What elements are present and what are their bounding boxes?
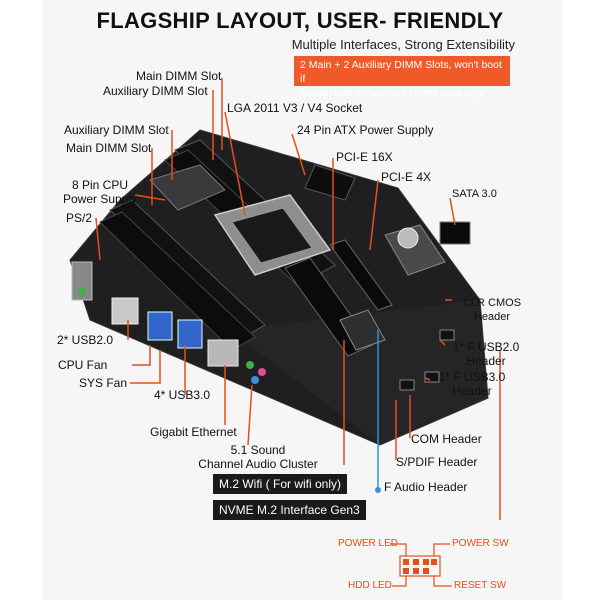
label-lga-socket: LGA 2011 V3 / V4 Socket: [227, 101, 363, 115]
page-title: FLAGSHIP LAYOUT, USER- FRIENDLY: [96, 8, 504, 33]
label-usb2: 2* USB2.0: [57, 333, 114, 347]
label-aux-dimm-top: Auxiliary DIMM Slot: [103, 84, 208, 98]
label-audio: 5.1 Sound Channel Audio Cluster: [176, 443, 340, 471]
label-spdif: S/PDIF Header: [396, 455, 478, 469]
left-margin: [0, 0, 42, 600]
label-f-usb2-line2: Header: [466, 354, 506, 368]
label-f-usb2: 1* F USB2.0 Header: [446, 340, 526, 368]
label-cpu-power: 8 Pin CPU Power Supply: [60, 178, 140, 206]
label-m2-wifi: M.2 Wifi ( For wifi only): [213, 474, 348, 494]
label-nvme: NVME M.2 Interface Gen3: [213, 500, 366, 520]
label-clr-cmos-line2: Header: [473, 311, 511, 323]
front-panel-diagram: POWER LED POWER SW HDD LED RESET SW: [330, 532, 510, 596]
label-f-audio: F Audio Header: [384, 480, 468, 494]
label-ps2: PS/2: [66, 211, 93, 225]
label-gigabit: Gigabit Ethernet: [150, 425, 237, 439]
label-f-usb3: 1* F USB3.0 Header: [432, 370, 512, 398]
dimm-notice-line2: install RAM in Auxiliary DIMM slots only: [300, 87, 484, 99]
label-aux-dimm-left: Auxiliary DIMM Slot: [64, 123, 169, 137]
label-sata: SATA 3.0: [452, 188, 497, 200]
right-margin: [562, 0, 600, 600]
label-com: COM Header: [411, 432, 482, 446]
label-atx-power: 24 Pin ATX Power Supply: [297, 123, 434, 137]
label-cpu-power-line2: Power Supply: [62, 192, 138, 206]
label-main-dimm-left: Main DIMM Slot: [66, 141, 152, 155]
label-audio-line1: 5.1 Sound: [230, 443, 286, 457]
fp-pin-header: [390, 543, 452, 587]
label-pcie16: PCI-E 16X: [336, 150, 393, 164]
label-clr-cmos: CLR CMOS Header: [458, 296, 526, 324]
label-f-usb3-line2: Header: [452, 384, 492, 398]
label-usb3: 4* USB3.0: [154, 388, 211, 402]
label-sys-fan: SYS Fan: [79, 376, 128, 390]
label-clr-cmos-line1: CLR CMOS: [462, 297, 522, 309]
label-main-dimm-top: Main DIMM Slot: [136, 69, 222, 83]
dimm-notice-line1: 2 Main + 2 Auxiliary DIMM Slots, won't b…: [300, 59, 502, 85]
label-f-usb3-line1: 1* F USB3.0: [438, 370, 506, 384]
dimm-notice: 2 Main + 2 Auxiliary DIMM Slots, won't b…: [294, 56, 510, 99]
fp-reset-sw: RESET SW: [454, 580, 507, 591]
page-subtitle: Multiple Interfaces, Strong Extensibilit…: [291, 37, 515, 52]
label-audio-line2: Channel Audio Cluster: [198, 457, 318, 471]
fp-hdd-led: HDD LED: [348, 580, 392, 591]
label-cpu-power-line1: 8 Pin CPU: [71, 178, 129, 192]
fp-power-sw: POWER SW: [452, 538, 509, 549]
fp-power-led: POWER LED: [338, 538, 399, 549]
label-f-usb2-line1: 1* F USB2.0: [452, 340, 520, 354]
label-cpu-fan: CPU Fan: [58, 358, 108, 372]
label-pcie4: PCI-E 4X: [381, 170, 432, 184]
